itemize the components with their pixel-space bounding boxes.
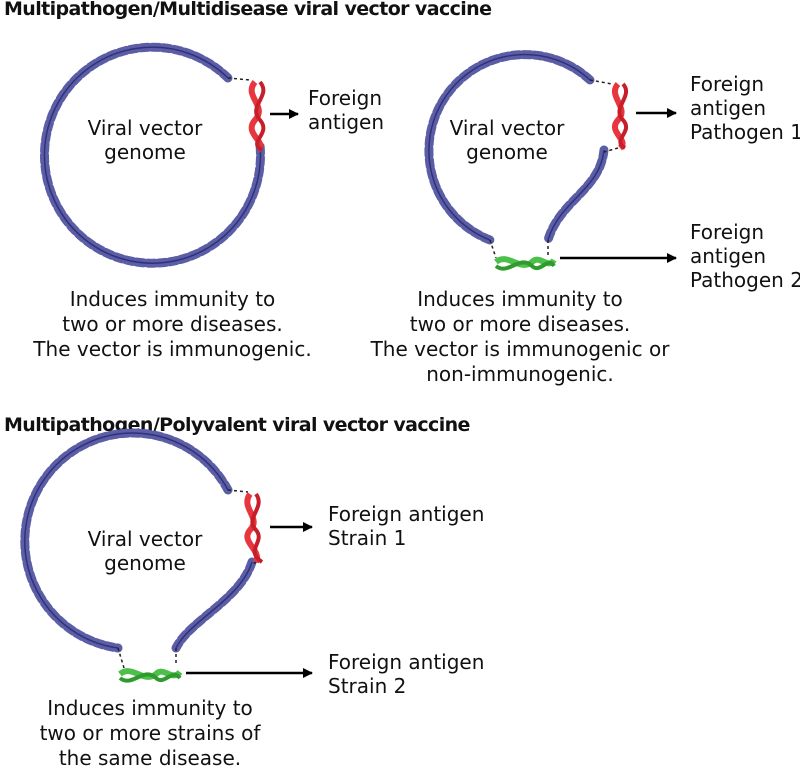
caption-line: Induces immunity to: [417, 287, 623, 311]
caption-line: two or more strains of: [39, 721, 261, 745]
red-insert: [248, 80, 266, 153]
antigen-label-line1: Foreign antigen: [328, 650, 485, 674]
plasmid-bottom: [20, 428, 313, 683]
genome-label-line2: genome: [466, 140, 548, 164]
caption-line: two or more diseases.: [409, 312, 631, 336]
genome-label: Viral vector genome: [80, 116, 210, 164]
caption-line: the same disease.: [58, 746, 242, 770]
antigen-label-line2: antigen: [308, 110, 385, 134]
caption-line: non-immunogenic.: [426, 362, 614, 386]
antigen-label-line1: Foreign: [308, 86, 383, 110]
antigen-label-line1: Foreign antigen: [328, 502, 485, 526]
antigen-label: Foreign antigen: [308, 86, 384, 134]
antigen-label-line3: Pathogen 2: [690, 268, 800, 292]
antigen-pathogen2-label: Foreign antigen Pathogen 2: [690, 220, 800, 292]
genome-label: Viral vector genome: [442, 116, 572, 164]
green-insert: [118, 668, 183, 683]
section1-title: Multipathogen/Multidisease viral vector …: [4, 0, 492, 20]
green-insert: [494, 256, 557, 271]
antigen-label-line2: Strain 2: [328, 674, 407, 698]
caption-line: Induces immunity to: [69, 287, 276, 311]
insert-link-top: [227, 77, 251, 81]
antigen-label-line1: Foreign: [690, 72, 765, 96]
caption-right: Induces immunity to two or more diseases…: [355, 287, 685, 387]
caption-line: The vector is immunogenic or: [370, 337, 670, 361]
genome-label-line1: Viral vector: [87, 527, 203, 551]
antigen-strain1-label: Foreign antigen Strain 1: [328, 502, 484, 550]
red-insert: [612, 81, 628, 151]
genome-label-line2: genome: [104, 551, 186, 575]
caption-bottom: Induces immunity to two or more strains …: [20, 696, 280, 771]
plasmid-right: [424, 50, 677, 271]
antigen-label-line1: Foreign: [690, 220, 765, 244]
caption-left: Induces immunity to two or more diseases…: [30, 287, 315, 362]
antigen-label-line2: antigen: [690, 96, 767, 120]
plasmid-left: [40, 42, 299, 268]
red-insert: [244, 492, 264, 564]
caption-line: Induces immunity to: [47, 696, 253, 720]
genome-label-line1: Viral vector: [87, 116, 203, 140]
genome-label-line2: genome: [104, 140, 186, 164]
antigen-label-line2: antigen: [690, 244, 767, 268]
antigen-pathogen1-label: Foreign antigen Pathogen 1: [690, 72, 800, 144]
antigen-strain2-label: Foreign antigen Strain 2: [328, 650, 484, 698]
antigen-label-line3: Pathogen 1: [690, 120, 800, 144]
caption-line: The vector is immunogenic.: [33, 337, 312, 361]
genome-label-line1: Viral vector: [449, 116, 565, 140]
genome-label: Viral vector genome: [80, 527, 210, 575]
caption-line: two or more diseases.: [62, 312, 283, 336]
antigen-label-line2: Strain 1: [328, 526, 407, 550]
